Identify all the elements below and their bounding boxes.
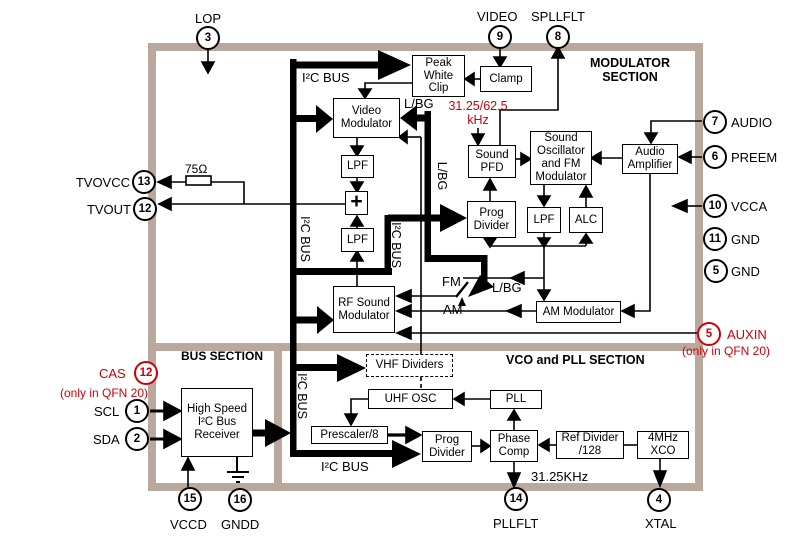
pin-video: 9 [488, 25, 512, 49]
xtal-label: XTAL [645, 516, 677, 531]
bus-section-title: BUS SECTION [181, 349, 264, 363]
pin-vcca: 10 [703, 194, 727, 218]
alc-block: ALC [569, 207, 603, 233]
audio-amplifier-block: Audio Amplifier [622, 144, 678, 174]
am-label: AM [443, 302, 463, 317]
scl-label: SCL [94, 404, 120, 419]
lop-label: LOP [195, 11, 222, 26]
sda-label: SDA [93, 432, 120, 447]
section-frames [148, 43, 703, 491]
vco-pll-section-title: VCO and PLL SECTION [506, 353, 645, 367]
pin-gnd-5: 5 [704, 259, 728, 283]
clamp-block: Clamp [480, 66, 532, 92]
signal-lines [150, 45, 702, 490]
resistor-icon [185, 175, 212, 186]
resistor-value-label: 75Ω [185, 162, 208, 176]
auxin-label: AUXIN [727, 327, 767, 342]
lpf-rf-block: LPF [341, 228, 374, 252]
lpf-sound-block: LPF [527, 207, 561, 233]
tvout-label: TVOUT [86, 202, 131, 217]
i2c-bus-label-top: I²C BUS [302, 70, 350, 85]
fm-am-switch-icon [455, 281, 469, 306]
lbg-label-top: L/BG [404, 96, 434, 111]
lbg-label-switch: L/BG [492, 280, 522, 295]
ref-divider-block: Ref Divider /128 [556, 431, 624, 459]
video-label: VIDEO [477, 9, 518, 24]
pllflt-label: PLLFLT [493, 516, 539, 531]
pin-spllflt: 8 [546, 25, 570, 49]
fm-label: FM [442, 274, 461, 289]
tvovcc-label: TVOVCC [75, 175, 130, 190]
pin-tvovcc: 13 [132, 170, 156, 194]
pin-vccd: 15 [178, 487, 202, 511]
pin-lop: 3 [196, 26, 220, 50]
uhf-osc-block: UHF OSC [368, 389, 453, 409]
adder-block: + [345, 190, 368, 215]
cas-label: CAS [99, 366, 126, 381]
pin-auxin: 5 [697, 322, 721, 346]
auxin-note: (only in QFN 20) [682, 344, 771, 358]
prog-divider-pll-block: Prog Divider [422, 431, 472, 462]
pin-gnd-11: 11 [703, 227, 727, 251]
audio-label: AUDIO [731, 115, 773, 130]
peak-white-clip-block: Peak White Clip [412, 55, 465, 97]
i2c-bus-label-vco-vertical: I²C BUS [295, 373, 309, 419]
pin-sda: 2 [125, 427, 149, 451]
pll-ref-freq-label: 31.25KHz [531, 469, 589, 484]
i2c-bus-label-left-vertical: I²C BUS [298, 216, 312, 262]
sound-oscillator-block: Sound Oscillator and FM Modulator [530, 131, 592, 185]
spllflt-label: SPLLFLT [531, 9, 585, 24]
gndd-label: GNDD [221, 517, 260, 532]
vcca-label: VCCA [731, 199, 768, 214]
xco-block: 4MHz XCO [637, 431, 689, 459]
sound-pfd-block: Sound PFD [468, 145, 516, 178]
pin-scl: 1 [125, 399, 149, 423]
cas-note: (only in QFN 20) [60, 386, 149, 400]
pin-audio: 7 [703, 110, 727, 134]
sound-ref-freq-label: 31.25/62.5 kHz [448, 99, 508, 127]
pin-gndd: 16 [228, 488, 252, 512]
modulator-section-title: MODULATOR SECTION [589, 56, 671, 84]
phase-comp-block: Phase Comp [490, 430, 538, 462]
pin-cas: 12 [134, 361, 158, 385]
lbg-label-vertical: L/BG [435, 161, 449, 191]
am-modulator-block: AM Modulator [536, 301, 621, 323]
gnd-11-label: GND [731, 232, 760, 247]
prog-divider-sound-block: Prog Divider [467, 201, 516, 238]
i2c-receiver-block: High Speed I²C Bus Receiver [181, 388, 253, 457]
prescaler-block: Prescaler/8 [311, 426, 388, 444]
bus-lines [253, 50, 494, 468]
video-modulator-block: Video Modulator [333, 98, 400, 138]
preem-label: PREEM [731, 150, 778, 165]
vhf-dividers-block: VHF Dividers [366, 354, 453, 377]
pin-preem: 6 [703, 145, 727, 169]
pin-tvout: 12 [133, 197, 157, 221]
gnd-5-label: GND [731, 264, 760, 279]
rf-sound-modulator-block: RF Sound Modulator [333, 286, 395, 333]
ground-icon [227, 457, 249, 483]
pin-pllflt: 14 [504, 487, 528, 511]
pin-xtal: 4 [647, 488, 671, 512]
i2c-bus-label-bottom: I²C BUS [321, 459, 369, 474]
pll-block: PLL [490, 390, 542, 409]
lpf-video-block: LPF [341, 155, 374, 178]
i2c-bus-label-mid-vertical: I²C BUS [389, 222, 403, 268]
vccd-label: VCCD [170, 517, 207, 532]
